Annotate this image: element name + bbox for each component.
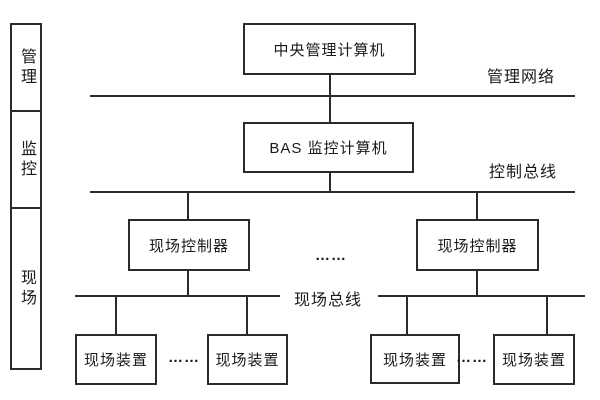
connector-field-bus-to-device-2	[246, 297, 248, 334]
connector-bas-to-control-bus	[329, 173, 331, 192]
bus-field-label: 现场总线	[294, 286, 363, 310]
connector-controller-left-to-field-bus	[187, 271, 189, 296]
ellipsis-devices-right: ……	[456, 349, 488, 366]
sidebar-level-field: 现场	[10, 207, 42, 370]
node-field-device-2: 现场装置	[207, 334, 288, 385]
connector-field-bus-to-device-1	[115, 297, 117, 334]
ellipsis-controllers: ……	[315, 247, 347, 264]
node-field-controller-right: 现场控制器	[416, 219, 539, 271]
bus-management-network-line	[90, 95, 575, 97]
connector-field-bus-to-device-3	[406, 297, 408, 334]
connector-control-bus-to-controller-left	[187, 193, 189, 219]
bus-control-line	[90, 191, 575, 193]
connector-central-to-bas	[329, 75, 331, 122]
sidebar-level-monitoring-label: 监控	[18, 139, 35, 180]
sidebar-level-field-label: 现场	[18, 268, 35, 309]
sidebar-level-management: 管理	[10, 23, 42, 112]
connector-field-bus-to-device-4	[546, 297, 548, 334]
bus-management-network-label: 管理网络	[487, 63, 556, 87]
bus-control-label: 控制总线	[489, 158, 558, 182]
connector-controller-right-to-field-bus	[476, 271, 478, 296]
node-field-controller-left: 现场控制器	[128, 219, 250, 271]
ellipsis-devices-left: ……	[168, 349, 200, 366]
node-field-device-4: 现场装置	[493, 334, 575, 385]
node-field-device-1: 现场装置	[75, 334, 157, 385]
bus-field-line-right	[378, 295, 585, 297]
connector-control-bus-to-controller-right	[476, 193, 478, 219]
sidebar-level-management-label: 管理	[18, 47, 35, 88]
node-central-management-computer: 中央管理计算机	[243, 23, 416, 75]
sidebar-level-monitoring: 监控	[10, 110, 42, 209]
node-bas-monitoring-computer: BAS 监控计算机	[243, 122, 414, 173]
bus-field-line-left	[75, 295, 280, 297]
node-field-device-3: 现场装置	[370, 334, 460, 384]
